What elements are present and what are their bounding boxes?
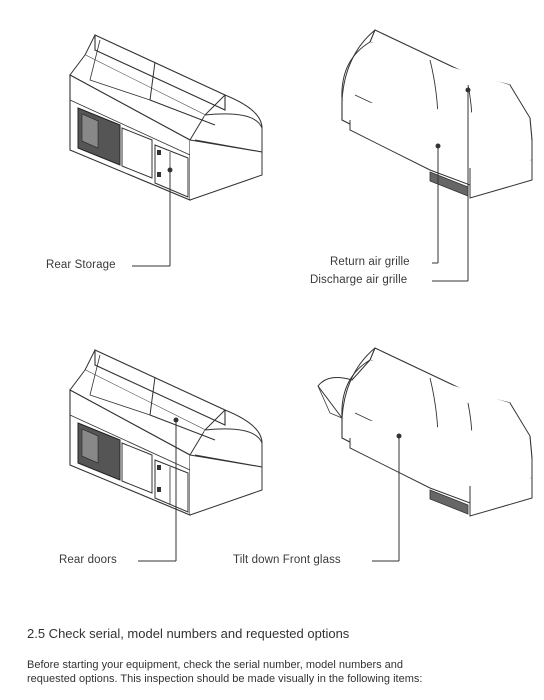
- body-line: Before starting your equipment, check th…: [27, 659, 404, 671]
- callout-rear-doors: Rear doors: [59, 554, 117, 566]
- case-air-grilles: [341, 29, 533, 282]
- case-tilt-front-glass: [317, 347, 533, 562]
- section-body: Before starting your equipment, check th…: [27, 658, 527, 686]
- section-heading: 2.5 Check serial, model numbers and requ…: [27, 626, 350, 641]
- case-rear-doors: [69, 349, 263, 562]
- case-rear-storage: [69, 34, 263, 267]
- callout-rear-storage: Rear Storage: [46, 259, 116, 271]
- callout-tilt-down-front-glass: Tilt down Front glass: [233, 554, 341, 566]
- callout-return-air-grille: Return air grille: [330, 256, 410, 268]
- display-case-illustrations: [69, 29, 533, 562]
- body-line: requested options. This inspection shoul…: [27, 673, 423, 685]
- callout-discharge-air-grille: Discharge air grille: [310, 274, 408, 286]
